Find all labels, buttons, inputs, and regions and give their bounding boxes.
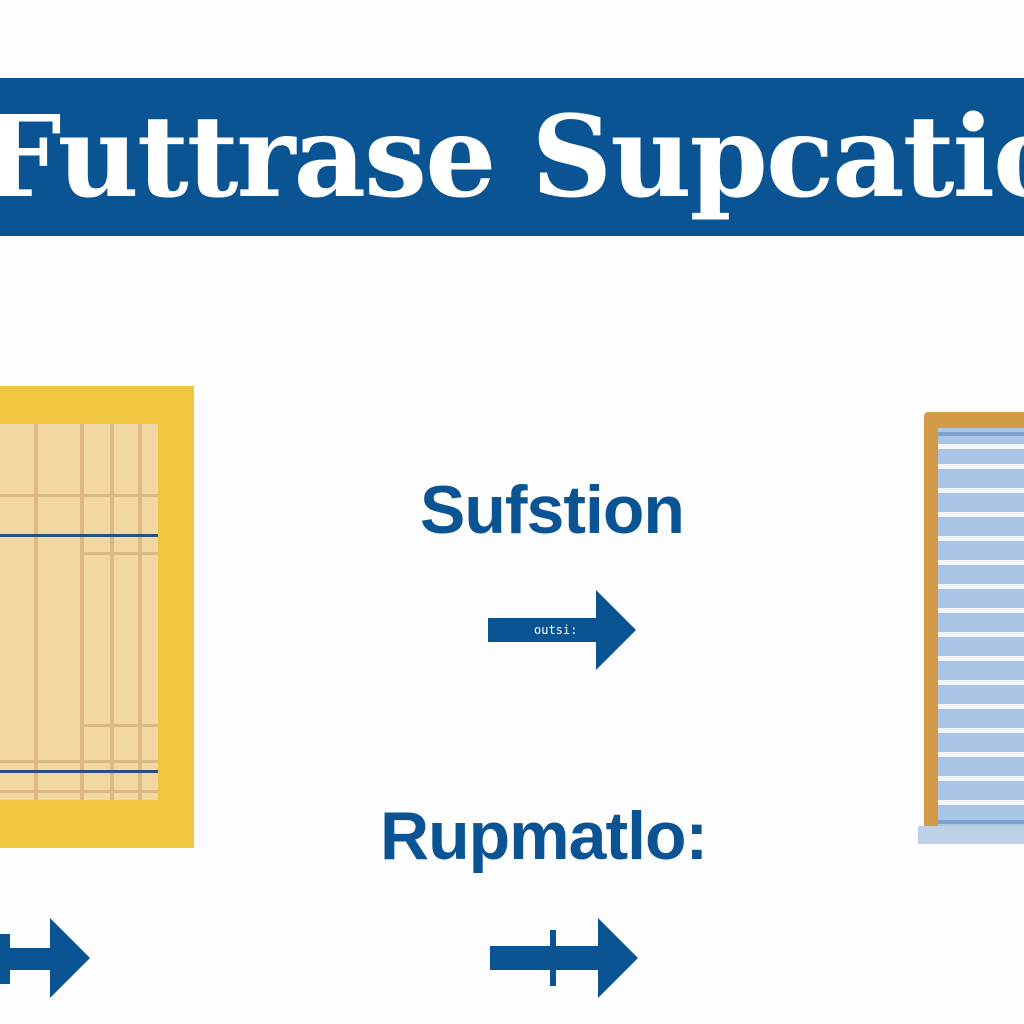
page-title: Futtrase Supcatio xyxy=(0,92,1024,223)
grid-line xyxy=(34,424,38,800)
right-panel-base xyxy=(918,826,1024,844)
grid-line xyxy=(110,424,114,800)
label-top: Sufstion xyxy=(420,472,685,548)
grid-line xyxy=(80,724,158,727)
right-panel-frame xyxy=(924,412,1024,836)
grid-line xyxy=(0,494,158,497)
arrow-right-icon xyxy=(490,918,640,1000)
left-panel-frame xyxy=(0,386,194,848)
divider-line xyxy=(0,770,158,773)
grid-line xyxy=(80,424,84,800)
divider-line xyxy=(0,534,158,537)
grid-line xyxy=(138,424,142,800)
left-panel-grid xyxy=(0,424,158,800)
label-bottom: Rupmatlo: xyxy=(380,798,708,874)
grid-line xyxy=(0,760,158,763)
right-panel-stripes xyxy=(938,428,1024,828)
grid-line xyxy=(0,790,158,793)
double-arrow-icon xyxy=(0,918,92,1000)
title-banner: Futtrase Supcatio xyxy=(0,78,1024,236)
grid-line xyxy=(80,552,158,555)
arrow-label: outsi: xyxy=(534,623,578,637)
arrow-right-icon: outsi: xyxy=(488,590,638,672)
